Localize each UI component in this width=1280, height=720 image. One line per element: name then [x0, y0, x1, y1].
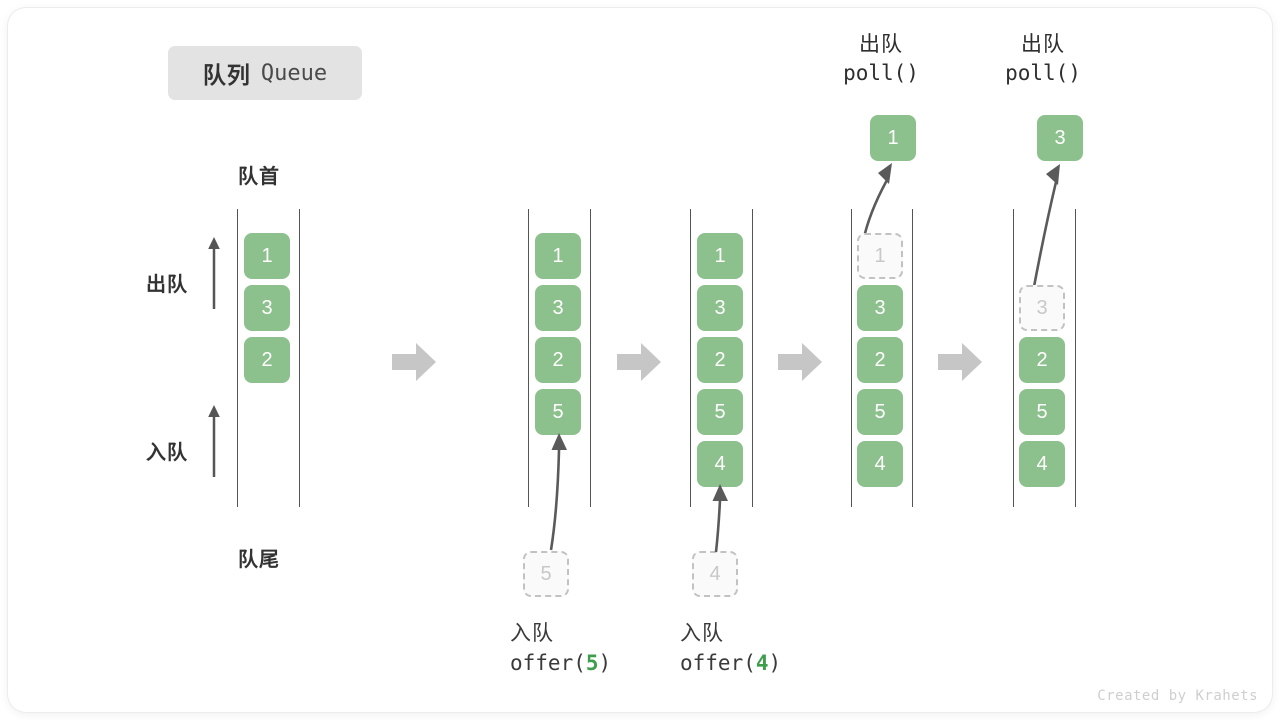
queue-cell: 2 [857, 337, 903, 383]
queue-cell: 2 [697, 337, 743, 383]
flow-arrow-icon [778, 343, 822, 381]
title-badge: 队列 Queue [168, 46, 362, 100]
incoming-element-ghost: 4 [692, 551, 738, 597]
operation-caption-poll-1: 出队 poll() [796, 30, 966, 89]
enqueue-motion-arrow-icon [549, 433, 567, 551]
enqueue-direction-arrow-icon [208, 405, 220, 477]
caption-code: poll() [843, 61, 919, 86]
rail-left [690, 209, 691, 507]
rear-label: 队尾 [238, 549, 280, 571]
caption-cn: 入队 [680, 622, 724, 645]
queue-cell: 1 [244, 233, 290, 279]
queue-cell: 3 [244, 285, 290, 331]
flow-arrow-icon [617, 343, 661, 381]
queue-cell: 4 [697, 441, 743, 487]
rail-right [1075, 209, 1076, 507]
credit-text: Created by Krahets [1097, 688, 1258, 704]
queue-cell: 2 [244, 337, 290, 383]
flow-arrow-icon [392, 343, 436, 381]
caption-cn: 出队 [1021, 33, 1065, 56]
title-cn: 队列 [202, 62, 251, 88]
queue-cell: 3 [857, 285, 903, 331]
rail-right [752, 209, 753, 507]
incoming-element-ghost: 5 [523, 551, 569, 597]
queue-cell: 2 [1019, 337, 1065, 383]
queue-cell: 5 [857, 389, 903, 435]
rail-left [237, 209, 238, 507]
queue-cell: 4 [1019, 441, 1065, 487]
queue-cell: 5 [697, 389, 743, 435]
title-en: Queue [260, 60, 328, 86]
removed-element-ghost: 3 [1019, 285, 1065, 331]
rail-right [299, 209, 300, 507]
enqueue-motion-arrow-icon [712, 484, 728, 553]
rail-right [912, 209, 913, 507]
queue-cell: 5 [1019, 389, 1065, 435]
rail-right [590, 209, 591, 507]
rail-left [528, 209, 529, 507]
caption-code: offer(4) [680, 650, 782, 675]
rail-left [1013, 209, 1014, 507]
dequeue-motion-arrow-icon [1031, 164, 1060, 293]
popped-element: 3 [1037, 115, 1083, 161]
queue-cell: 1 [697, 233, 743, 279]
caption-cn: 入队 [510, 622, 554, 645]
dequeue-label: 出队 [146, 274, 188, 296]
queue-cell: 4 [857, 441, 903, 487]
caption-cn: 出队 [859, 33, 903, 56]
popped-element: 1 [870, 115, 916, 161]
caption-code: offer(5) [510, 650, 612, 675]
front-label: 队首 [238, 166, 280, 188]
flow-arrow-icon [938, 343, 982, 381]
operation-caption-offer-4: 入队 offer(4) [680, 620, 781, 678]
queue-cell: 1 [535, 233, 581, 279]
queue-cell: 3 [697, 285, 743, 331]
removed-element-ghost: 1 [857, 233, 903, 279]
queue-cell: 5 [535, 389, 581, 435]
dequeue-direction-arrow-icon [208, 237, 220, 309]
queue-cell: 2 [535, 337, 581, 383]
enqueue-label: 入队 [146, 442, 188, 464]
operation-caption-poll-3: 出队 poll() [958, 30, 1128, 89]
queue-cell: 3 [535, 285, 581, 331]
operation-caption-offer-5: 入队 offer(5) [510, 620, 611, 678]
rail-left [851, 209, 852, 507]
caption-code: poll() [1005, 61, 1081, 86]
